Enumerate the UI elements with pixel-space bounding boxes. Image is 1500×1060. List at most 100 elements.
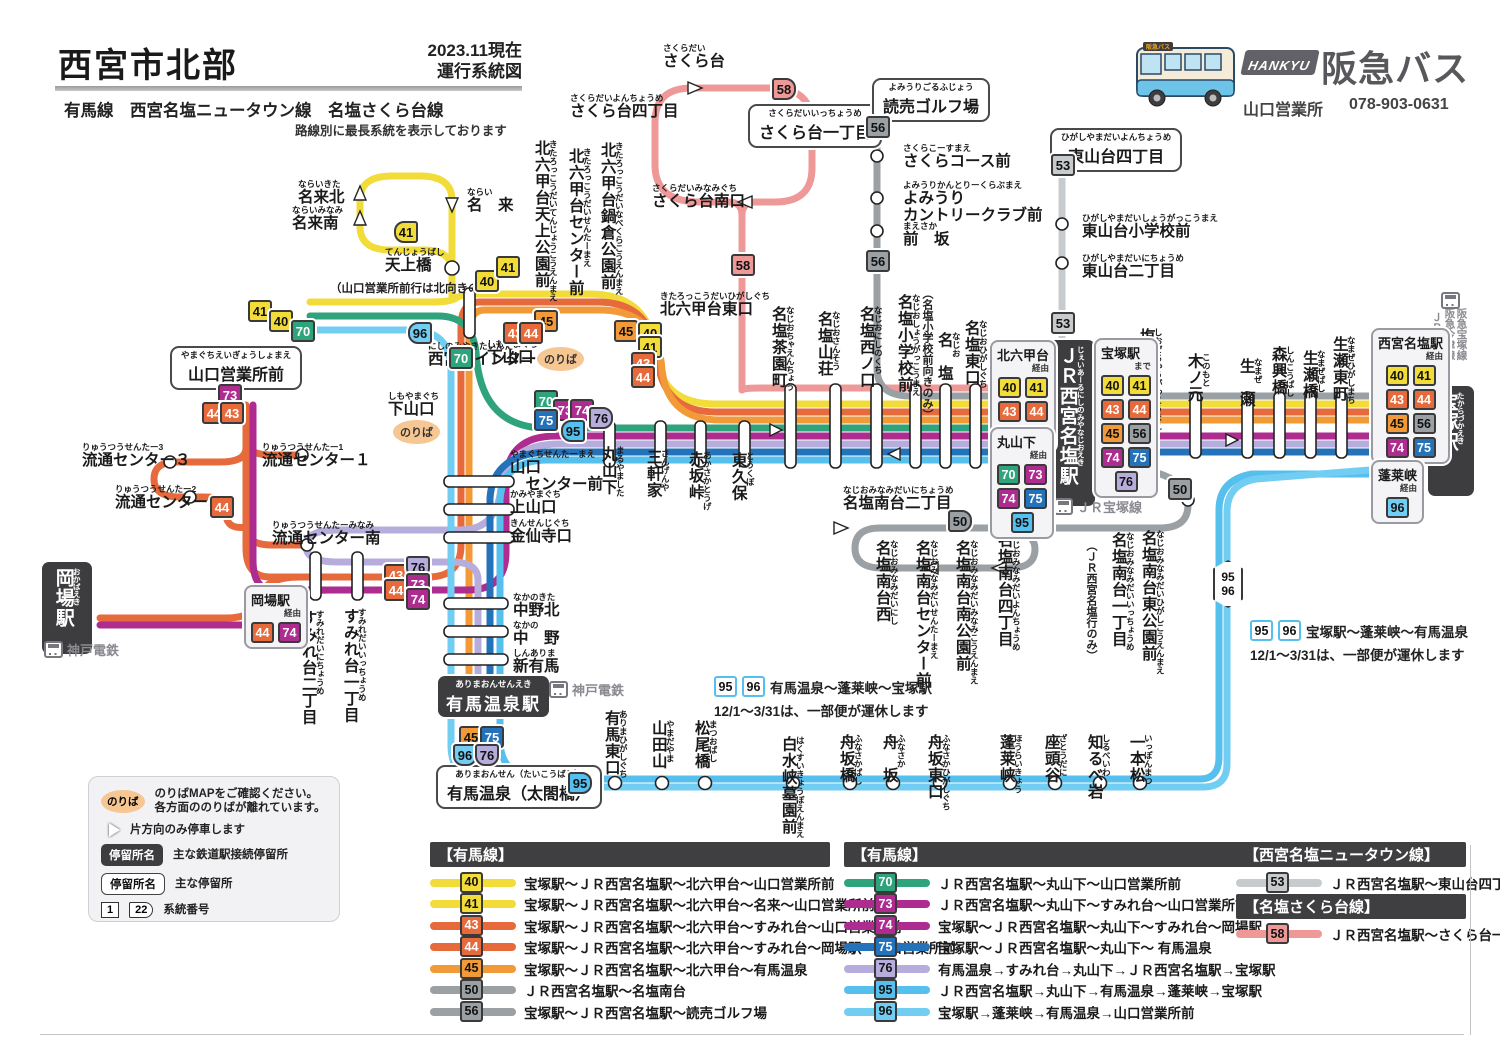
- station-label-sakuradai: さくらだいさくら台: [663, 43, 726, 71]
- station-markers: [163, 149, 1348, 791]
- station-label-sumire1: すみれ台一丁目すみれだいいっちょうめ: [341, 608, 368, 724]
- route-badge-58: 58: [772, 78, 796, 100]
- train-icon: [1441, 292, 1460, 309]
- legend-item-text: 有馬温泉→すみれ台→丸山下→ＪＲ西宮名塩駅→宝塚駅: [938, 962, 1276, 978]
- station-label-nakano: なかの中 野: [513, 620, 560, 648]
- legend-line-sample: 96: [844, 1000, 930, 1022]
- legend-section-title: 【名塩さくら台線】: [1236, 893, 1466, 919]
- station-label-yomiuricc: よみうりかんとりーくらぶまえよみうり カントリークラブ前: [903, 180, 1043, 225]
- route-badge-40: 40: [1385, 365, 1409, 386]
- right-divider: [1470, 845, 1471, 1035]
- direction-arrows: [352, 80, 1240, 576]
- route-badge-95: 95: [568, 772, 592, 794]
- route-badge-74: 74: [997, 488, 1020, 509]
- map-key-panel: のりば のりばMAPをご確認ください。 各方面ののりばが離れています。 片方向の…: [88, 776, 340, 922]
- route-badge-58: 58: [731, 254, 755, 276]
- line-names: 有馬線 西宮名塩ニュータウン線 名塩さくら台線: [64, 102, 444, 120]
- route-76-line: [302, 440, 1424, 699]
- route-badge-75: 75: [1024, 488, 1047, 509]
- legend-item-43: 43 宝塚駅〜ＪＲ西宮名塩駅〜北六甲台〜すみれ台〜山口営業所前: [430, 914, 902, 937]
- route-badge-75: 75: [534, 409, 558, 431]
- route-badge-41: 41: [1025, 377, 1048, 398]
- legend-item-text: 宝塚駅〜ＪＲ西宮名塩駅〜北六甲台〜すみれ台〜山口営業所前: [524, 919, 902, 935]
- railline-label-hankyuline1: 阪急宝塚線: [1455, 308, 1468, 361]
- oneway-arrow-icon: [109, 822, 120, 837]
- legend-item-text: 宝塚駅→蓬莱峡→有馬温泉→山口営業所前: [938, 1005, 1195, 1021]
- date-block: 2023.11現在 運行系統図: [330, 40, 522, 83]
- route-badge-74: 74: [406, 588, 430, 610]
- legend-line-sample: 40: [430, 871, 516, 893]
- station-label-kitarokko-center: 北六甲台センター前きたろっこうだいせんたーまえ: [566, 148, 593, 297]
- route-badge-75: 75: [1128, 447, 1151, 468]
- route-badge-76: 76: [475, 744, 499, 766]
- legend-line-sample: 75: [844, 936, 930, 958]
- route-badge-96: 96: [742, 676, 765, 697]
- route-badge-74: 74: [874, 914, 897, 936]
- rail-connection-kobedentetsu1: 神戸電鉄: [44, 640, 119, 659]
- route-badge-95: 95: [1250, 620, 1273, 641]
- station-label-najionishinoguchi: 名塩西ノ口なじおにしのくち: [857, 306, 884, 389]
- station-blackbox-text: 主な鉄道駅接続停留所: [173, 848, 288, 861]
- brand-name: 阪急バス: [1321, 48, 1470, 89]
- legend-line-sample: 56: [430, 1000, 516, 1022]
- station-label-sangenya: 三軒家さんげんや: [644, 449, 671, 499]
- route-badge-70: 70: [291, 320, 315, 342]
- legend-line-sample: 50: [430, 979, 516, 1001]
- route-badge-40: 40: [1101, 375, 1124, 396]
- station-label-kitarokko-higashi: きたろっこうだいひがしぐち北六甲台東口: [660, 291, 770, 319]
- station-label-najiochaen: 名塩茶園町なじおちゃえんちょう: [769, 306, 796, 391]
- station-label-matsuobashi: 松尾橋まつおばし: [692, 720, 719, 770]
- route-badge-70: 70: [997, 464, 1020, 485]
- route-badge-96: 96: [1278, 620, 1301, 641]
- legend-line-sample: 58: [1236, 923, 1322, 945]
- legend-column-3: 【西宮名塩ニュータウン線】53ＪＲ西宮名塩駅〜東山台四丁目【名塩さくら台線】58…: [1236, 842, 1500, 946]
- station-box-yomiurigolf: よみうりごるふじょう読売ゴルフ場: [872, 78, 991, 122]
- station-label-tokubo: 東久保とうくぼ: [729, 452, 756, 502]
- route-badge-44: 44: [519, 322, 543, 344]
- station-label-shirubeiwa: 知るべ岩しるべいわ: [1085, 734, 1112, 800]
- route-badge-41: 41: [1412, 365, 1436, 386]
- legend-line-sample: 95: [844, 979, 930, 1001]
- station-label-shinarima: しんありま新有馬: [513, 648, 560, 676]
- station-label-nmnishi: 名塩南台西なじおみなみだいにし: [873, 540, 900, 625]
- service-note-sub-note1: 12/1〜3/31は、一部便が運休します: [714, 704, 929, 719]
- route-badge-75: 75: [874, 936, 897, 958]
- route-badge-41: 41: [496, 256, 520, 278]
- brand-block: HANKYU 阪急バス 山口営業所 078-903-0631: [1240, 40, 1470, 120]
- route-badge-76: 76: [406, 556, 430, 578]
- route-badge-44: 44: [631, 366, 655, 388]
- station-label-maruyamashita: 丸山下まるやました: [599, 446, 626, 497]
- route-badge-96: 96: [408, 322, 432, 344]
- station-label-namaze: 生 瀬なまぜ: [1237, 358, 1264, 408]
- station-whitebox-key: 停留所名: [101, 873, 165, 896]
- legend-line-sample: 43: [430, 914, 516, 936]
- legend-item-96: 96 宝塚駅→蓬莱峡→有馬温泉→山口営業所前: [844, 1000, 1244, 1023]
- route-75-line: [486, 448, 1424, 680]
- station-label-funasaka: 舟 坂ふなさか: [880, 734, 907, 784]
- station-label-nmhigashikoen: 名塩南台東公園前なじおみなみだいひがしこうえんまえ: [1139, 530, 1166, 675]
- station-label-zatodani: 座頭谷ざとうだに: [1042, 734, 1069, 784]
- legend-line-sample: 73: [844, 893, 930, 915]
- route-badge-56: 56: [1412, 413, 1436, 434]
- route-badge-76: 76: [1114, 471, 1138, 492]
- station-label-akasakatoge: 赤坂峠あかさかとうげ: [686, 451, 713, 511]
- route-badge-41: 41: [1128, 375, 1151, 396]
- legend-line-sample: 74: [844, 914, 930, 936]
- route-badge-96: 96: [453, 744, 477, 766]
- station-blackbox-key: 停留所名: [101, 844, 163, 867]
- route-badge-40: 40: [475, 270, 499, 292]
- route-badge-74: 74: [1385, 437, 1409, 458]
- route-badge-53: 53: [1266, 871, 1289, 893]
- noriba-marker: のりば: [393, 420, 440, 444]
- route-badge-43: 43: [220, 402, 244, 424]
- station-label-naraiminami: ならいみなみ名来南: [292, 205, 344, 233]
